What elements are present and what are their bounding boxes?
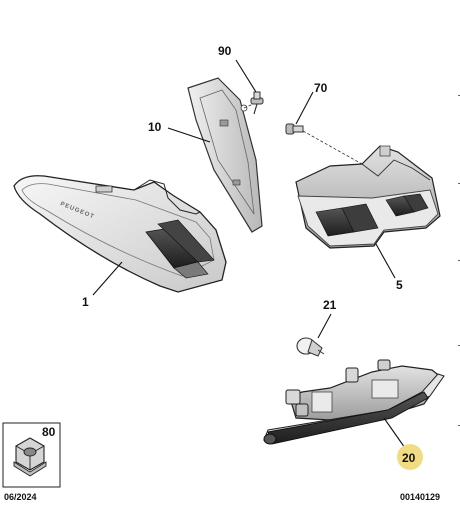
- leader-70: [295, 91, 314, 125]
- leader-90: [235, 59, 257, 93]
- leader-lines: [92, 59, 406, 449]
- footer-ref-code: 00140129: [400, 492, 440, 502]
- callout-80: 80: [42, 425, 56, 439]
- leader-1: [92, 261, 123, 296]
- leader-21: [317, 313, 332, 339]
- tail-lamp-outer-icon: PEUGEOT: [13, 175, 227, 293]
- bulb-icon: [296, 337, 325, 357]
- nut-inset-box: [2, 422, 61, 488]
- edge-mark: [458, 183, 460, 184]
- edge-mark: [458, 345, 460, 346]
- part-20-highlight: [397, 444, 423, 470]
- leader-20: [383, 417, 406, 449]
- edge-mark: [458, 260, 460, 261]
- edge-mark: [458, 425, 460, 426]
- leader-10: [167, 127, 211, 143]
- callout-20: 20: [402, 451, 416, 465]
- callout-10: 10: [148, 120, 162, 134]
- callout-1: 1: [82, 295, 89, 309]
- callout-90: 90: [218, 44, 232, 58]
- callout-70: 70: [314, 81, 328, 95]
- leader-5: [375, 243, 396, 279]
- nut-icon: [13, 437, 47, 477]
- screw-90-icon: [250, 91, 264, 115]
- tail-lamp-inner-icon: [295, 145, 441, 249]
- footer-date: 06/2024: [4, 492, 37, 502]
- lamp-seal-cover-icon: [187, 77, 263, 233]
- edge-mark: [458, 95, 460, 96]
- rear-bumper-lamp-icon: [263, 359, 445, 445]
- screw-70-icon: [285, 123, 304, 135]
- callout-5: 5: [396, 278, 403, 292]
- callout-21: 21: [323, 298, 337, 312]
